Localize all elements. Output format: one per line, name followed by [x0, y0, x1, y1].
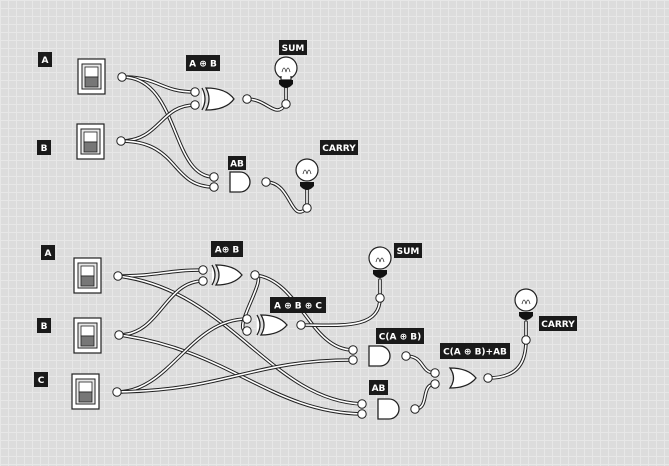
top-carry-label: CARRY: [320, 140, 358, 155]
bottom-wire-a-and2: [116, 274, 364, 406]
bottom-wire-c-xor2: [115, 317, 249, 394]
top-node-xor-out[interactable]: [242, 94, 252, 104]
top-node-and-out[interactable]: [261, 177, 271, 187]
bottom-node-xor1-out[interactable]: [250, 270, 260, 280]
svg-text:C(A ⊕ B): C(A ⊕ B): [379, 333, 421, 343]
bottom-wire-and1-or: [404, 354, 437, 375]
svg-text:AB: AB: [230, 160, 244, 170]
bottom-node-xor1-in2[interactable]: [198, 276, 208, 286]
top-input-b-label: B: [37, 140, 51, 155]
bottom-input-c-label: C: [34, 372, 48, 387]
bottom-xor1-label: A⊕ B: [211, 241, 243, 257]
top-wire-a-and: [120, 75, 216, 179]
svg-text:SUM: SUM: [282, 44, 305, 54]
bottom-input-b-label: B: [37, 318, 51, 333]
bottom-wire-b-xor1: [117, 279, 205, 337]
wires-layer: [115, 75, 528, 416]
top-node-xor-in2[interactable]: [190, 100, 200, 110]
top-sum-bulb: [274, 56, 298, 88]
top-xor-gate[interactable]: [201, 87, 235, 111]
top-switch-b[interactable]: [76, 123, 105, 160]
svg-text:CARRY: CARRY: [322, 144, 356, 154]
svg-text:B: B: [41, 144, 48, 154]
bottom-carry-label: CARRY: [539, 316, 577, 331]
svg-text:C(A ⊕ B)+AB: C(A ⊕ B)+AB: [443, 348, 507, 358]
bottom-node-a-out[interactable]: [113, 271, 123, 281]
bottom-node-or-in2[interactable]: [430, 379, 440, 389]
bottom-carry-bulb: [514, 288, 538, 320]
bottom-node-or-out[interactable]: [483, 373, 493, 383]
svg-text:C: C: [38, 376, 45, 386]
bottom-node-or-in1[interactable]: [430, 368, 440, 378]
bottom-input-a-label: A: [41, 245, 55, 260]
top-xor-label: A ⊕ B: [186, 55, 220, 71]
bottom-node-b-out[interactable]: [114, 330, 124, 340]
bottom-and2-label: AB: [369, 380, 388, 395]
top-carry-bulb: [295, 158, 319, 190]
top-node-b-out[interactable]: [116, 136, 126, 146]
bottom-sum-bulb: [368, 246, 392, 278]
top-sum-label: SUM: [279, 40, 307, 55]
svg-text:B: B: [41, 322, 48, 332]
bottom-node-xor2-in2[interactable]: [242, 326, 252, 336]
bottom-node-and2-in2[interactable]: [357, 409, 367, 419]
bottom-node-and1-in1[interactable]: [348, 345, 358, 355]
bottom-sum-label: SUM: [394, 243, 422, 258]
top-node-sum-in[interactable]: [281, 99, 291, 109]
bottom-and2-gate[interactable]: [377, 398, 400, 420]
bottom-node-and2-in1[interactable]: [357, 399, 367, 409]
top-and-label: AB: [228, 156, 246, 170]
bottom-node-and1-in2[interactable]: [348, 355, 358, 365]
svg-text:SUM: SUM: [397, 247, 420, 257]
top-wire-b-and: [119, 139, 216, 189]
svg-text:CARRY: CARRY: [541, 320, 575, 330]
bottom-and1-label: C(A ⊕ B): [376, 328, 424, 344]
bottom-node-and1-out[interactable]: [401, 351, 411, 361]
bottom-xor2-label: A ⊕ B ⊕ C: [270, 297, 326, 313]
bottom-wire-xor1-and1: [253, 273, 355, 352]
bottom-node-xor2-out[interactable]: [296, 320, 306, 330]
bottom-wire-b-and2: [117, 333, 364, 416]
nodes-layer: [112, 72, 531, 419]
top-node-xor-in1[interactable]: [190, 87, 200, 97]
top-node-and-in1[interactable]: [209, 172, 219, 182]
top-wire-xor-sum: [245, 86, 288, 112]
bottom-switch-c[interactable]: [71, 373, 100, 410]
bottom-or-label: C(A ⊕ B)+AB: [440, 343, 510, 359]
svg-text:AB: AB: [372, 384, 386, 394]
top-node-a-out[interactable]: [117, 72, 127, 82]
svg-text:A: A: [45, 249, 52, 259]
bottom-xor2-gate[interactable]: [256, 314, 288, 336]
top-wire-b-xor: [119, 103, 197, 143]
bottom-and1-gate[interactable]: [368, 345, 391, 367]
bottom-wire-c-and1: [115, 358, 355, 394]
bottom-or-gate[interactable]: [448, 367, 477, 389]
svg-text:A ⊕ B ⊕ C: A ⊕ B ⊕ C: [274, 302, 322, 312]
svg-text:A⊕ B: A⊕ B: [215, 246, 240, 256]
top-switch-a[interactable]: [77, 58, 106, 95]
bottom-switch-b[interactable]: [73, 317, 102, 354]
top-input-a-label: A: [38, 52, 52, 67]
top-node-carry-in[interactable]: [302, 203, 312, 213]
top-and-gate[interactable]: [229, 171, 251, 193]
svg-text:A ⊕ B: A ⊕ B: [189, 60, 217, 70]
bottom-node-c-out[interactable]: [112, 387, 122, 397]
bottom-node-and2-out[interactable]: [410, 404, 420, 414]
bottom-node-sum-in[interactable]: [375, 293, 385, 303]
top-node-and-in2[interactable]: [209, 182, 219, 192]
svg-text:A: A: [42, 56, 49, 66]
bottom-wire-and2-or: [413, 382, 437, 411]
bottom-node-carry-in[interactable]: [521, 335, 531, 345]
bottom-switch-a[interactable]: [73, 257, 102, 294]
bottom-wire-a-xor1: [116, 268, 205, 278]
bottom-xor1-gate[interactable]: [211, 264, 243, 286]
bottom-node-xor2-in1[interactable]: [242, 314, 252, 324]
bottom-node-xor1-in1[interactable]: [198, 265, 208, 275]
